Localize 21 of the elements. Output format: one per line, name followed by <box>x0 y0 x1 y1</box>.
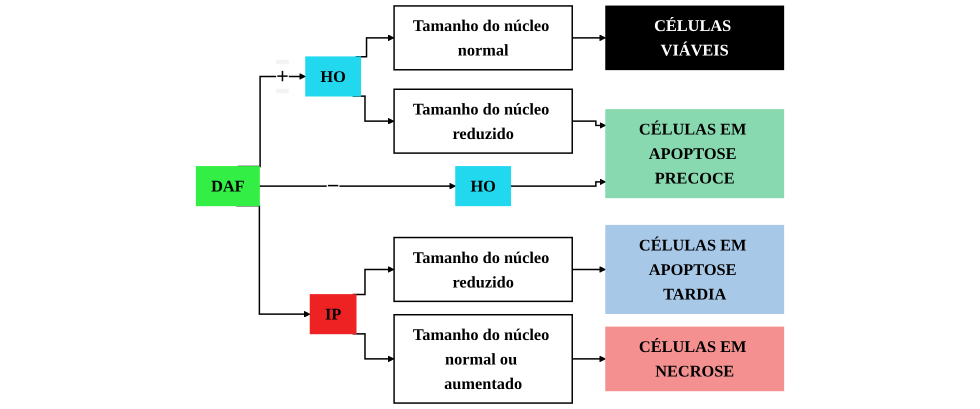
arrow <box>572 266 606 273</box>
node-box: Tamanho do núcleo reduzido <box>393 88 573 154</box>
node-box: IP <box>310 294 356 334</box>
edge-label: − <box>326 174 340 198</box>
node-box: Tamanho do núcleo normal <box>393 5 573 71</box>
node-box: Tamanho do núcleo reduzido <box>393 236 573 302</box>
node-box: CÉLULAS EM APOPTOSE TARDIA <box>605 224 784 314</box>
node-box: CÉLULAS VIÁVEIS <box>605 6 784 70</box>
arrow <box>572 356 606 362</box>
arrow <box>572 120 606 129</box>
node-box: HO <box>305 56 362 96</box>
arrow <box>352 333 394 362</box>
arrow <box>510 178 606 187</box>
node-box: HO <box>455 166 512 206</box>
arrow <box>572 34 606 42</box>
node-box: DAF <box>196 166 260 206</box>
node-box: CÉLULAS EM APOPTOSE PRECOCE <box>605 109 784 198</box>
node-box: CÉLULAS EM NECROSE <box>605 326 784 392</box>
node-box: Tamanho do núcleo normal ou aumentado <box>393 314 573 404</box>
arrow <box>259 182 456 190</box>
edge-label: + <box>276 64 289 89</box>
